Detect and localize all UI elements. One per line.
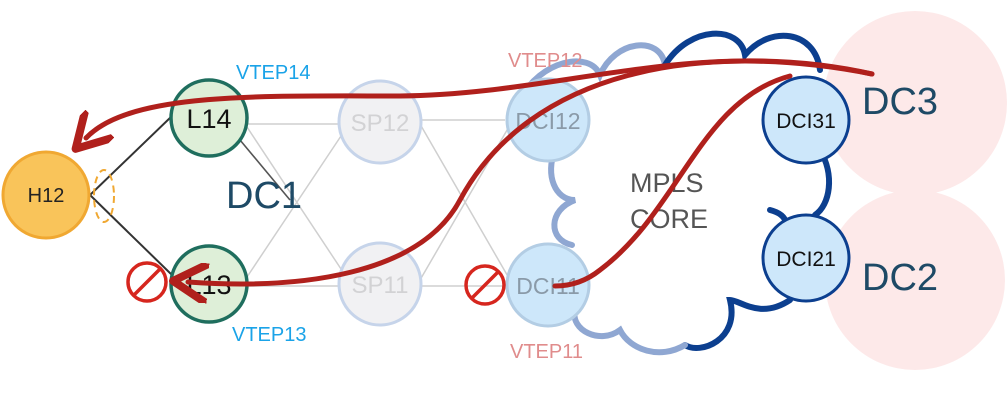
dc2-label: DC2 [862,257,938,299]
dci31-node [761,75,851,165]
dc3-label: DC3 [862,81,938,123]
dc3-region [823,11,1007,195]
dci11-node [505,242,591,328]
spine-sp12-node [337,79,423,165]
vtep12-label: VTEP12 [508,50,582,72]
vtep14-label: VTEP14 [236,62,310,84]
vtep13-label: VTEP13 [232,324,306,346]
host-h12-label: H12 [28,185,65,207]
traffic-paths [86,58,875,289]
spine-sp12-label: SP12 [351,110,410,137]
host-h12-node [1,150,91,240]
spine-sp11-label: SP11 [352,272,409,299]
blocked-icon [126,261,168,303]
blocked-icon [464,264,506,306]
esi-bundle-marker [93,169,115,223]
l14-sp-link [239,139,291,201]
path-dci31-to-dci11 [552,73,793,289]
dc2-region [825,190,1005,370]
path-dc3-to-l13 [188,58,875,284]
dci31-label: DCI31 [776,110,836,133]
host-links [89,115,173,276]
vtep11-label: VTEP11 [510,341,583,363]
dci21-label: DCI21 [776,248,836,271]
spine-sp11-node [337,241,423,327]
dc1-label: DC1 [226,175,302,217]
dci21-node [761,213,851,303]
leaf-l14-label: L14 [186,104,231,134]
